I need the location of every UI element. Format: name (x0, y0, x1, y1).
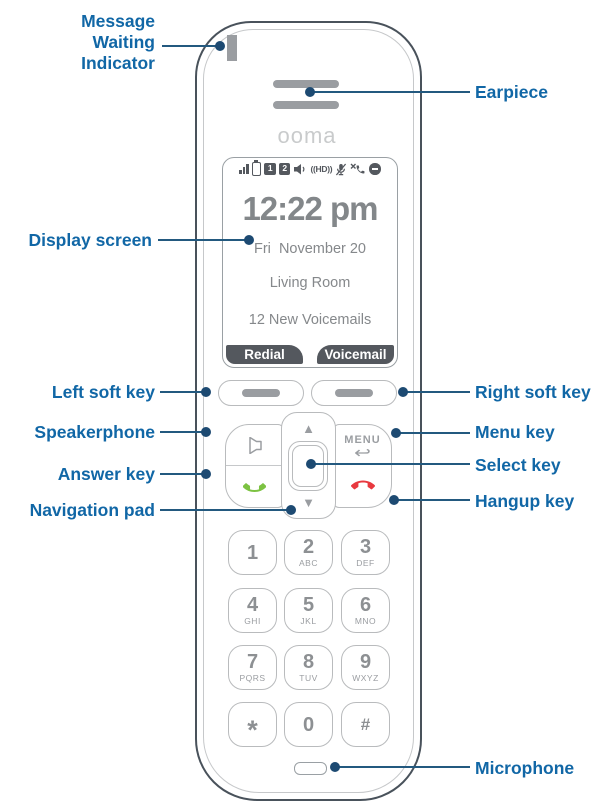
callout-label-right-soft-key: Right soft key (475, 382, 591, 402)
callout-line-message-waiting-indicator (162, 45, 218, 48)
handset-location-text: Living Room (269, 275, 351, 291)
callout-line-menu-key (399, 432, 470, 435)
line2-badge: 2 (278, 163, 291, 175)
key-1: 1 (228, 530, 277, 575)
key-star: * (228, 702, 277, 747)
callout-dot-navigation-pad (286, 505, 296, 515)
callout-label-earpiece: Earpiece (475, 82, 548, 102)
voicemail-count-text: 12 New Voicemails (248, 312, 372, 328)
answer-key (226, 465, 283, 507)
callout-line-select-key (314, 463, 470, 466)
redial-softkey-tab: Redial (226, 345, 303, 364)
mic-muted-icon (336, 163, 347, 175)
callout-line-answer-key (160, 473, 205, 476)
call-forward-off-icon (350, 163, 365, 174)
callout-dot-message-waiting-indicator (215, 41, 225, 51)
callout-label-menu-key: Menu key (475, 422, 555, 442)
line1-badge: 1 (264, 163, 276, 175)
callout-dot-display-screen (244, 235, 254, 245)
clock-text: 12:22 pm (242, 190, 378, 227)
menu-key-label: MENU (344, 434, 381, 446)
answer-phone-icon (243, 483, 266, 492)
key-hash: # (341, 702, 390, 747)
callout-dot-earpiece (305, 87, 315, 97)
callout-line-microphone (338, 766, 470, 769)
speakerphone-answer-key-group (225, 424, 284, 508)
menu-hangup-key-group: MENU ↩ (333, 424, 392, 508)
callout-dot-microphone (330, 762, 340, 772)
hangup-phone-icon (350, 480, 375, 489)
callout-label-select-key: Select key (475, 455, 561, 475)
nav-down-icon: ▼ (302, 495, 315, 510)
callout-dot-menu-key (391, 428, 401, 438)
callout-dot-hangup-key (389, 495, 399, 505)
ooma-logo: ooma (277, 123, 337, 148)
left-soft-key-bar (242, 389, 280, 397)
microphone-slot (294, 762, 327, 775)
callout-line-hangup-key (397, 499, 470, 502)
callout-label-message-waiting-indicator: Message Waiting Indicator (81, 11, 155, 73)
callout-dot-speakerphone (201, 427, 211, 437)
callout-line-navigation-pad (160, 509, 290, 512)
select-key-ring (292, 445, 324, 487)
back-arrow-icon: ↩ (354, 445, 371, 462)
voicemail-softkey-tab: Voicemail (317, 345, 394, 364)
key-0: 0 (284, 702, 333, 747)
callout-label-answer-key: Answer key (57, 464, 155, 484)
callout-dot-select-key (306, 459, 316, 469)
callout-line-earpiece (313, 91, 470, 94)
callout-line-display-screen (158, 239, 247, 242)
signal-strength-icon (239, 163, 249, 175)
nav-up-icon: ▲ (302, 421, 315, 436)
callout-line-right-soft-key (406, 391, 470, 394)
earpiece-slot-bottom (273, 101, 339, 109)
callout-dot-left-soft-key (201, 387, 211, 397)
callout-dot-right-soft-key (398, 387, 408, 397)
message-waiting-indicator-led (227, 35, 237, 61)
callout-label-speakerphone: Speakerphone (34, 422, 155, 442)
callout-line-speakerphone (160, 431, 205, 434)
speakerphone-icon (249, 437, 262, 454)
left-soft-key-button (218, 380, 304, 406)
callout-label-microphone: Microphone (475, 758, 575, 778)
status-bar: 1 2 ((HD)) (223, 160, 397, 176)
do-not-disturb-icon (369, 163, 381, 175)
callout-line-left-soft-key (160, 391, 205, 394)
callout-label-navigation-pad: Navigation pad (29, 500, 155, 520)
right-soft-key-button (311, 380, 397, 406)
battery-icon (251, 160, 262, 176)
handset-inner-outline (203, 29, 414, 793)
callout-label-left-soft-key: Left soft key (51, 382, 155, 402)
right-soft-key-bar (335, 389, 373, 397)
speaker-status-icon (294, 164, 305, 175)
date-text: Fri November 20 (253, 241, 366, 257)
callout-dot-answer-key (201, 469, 211, 479)
callout-label-hangup-key: Hangup key (475, 491, 575, 511)
hd-voice-icon: ((HD)) (310, 164, 333, 174)
callout-label-display-screen: Display screen (28, 230, 152, 250)
speakerphone-key (226, 425, 283, 466)
earpiece-slot-top (273, 80, 339, 88)
hangup-key (334, 466, 391, 507)
display-screen: 1 2 ((HD)) 12:22 pm Fri November (222, 157, 398, 368)
